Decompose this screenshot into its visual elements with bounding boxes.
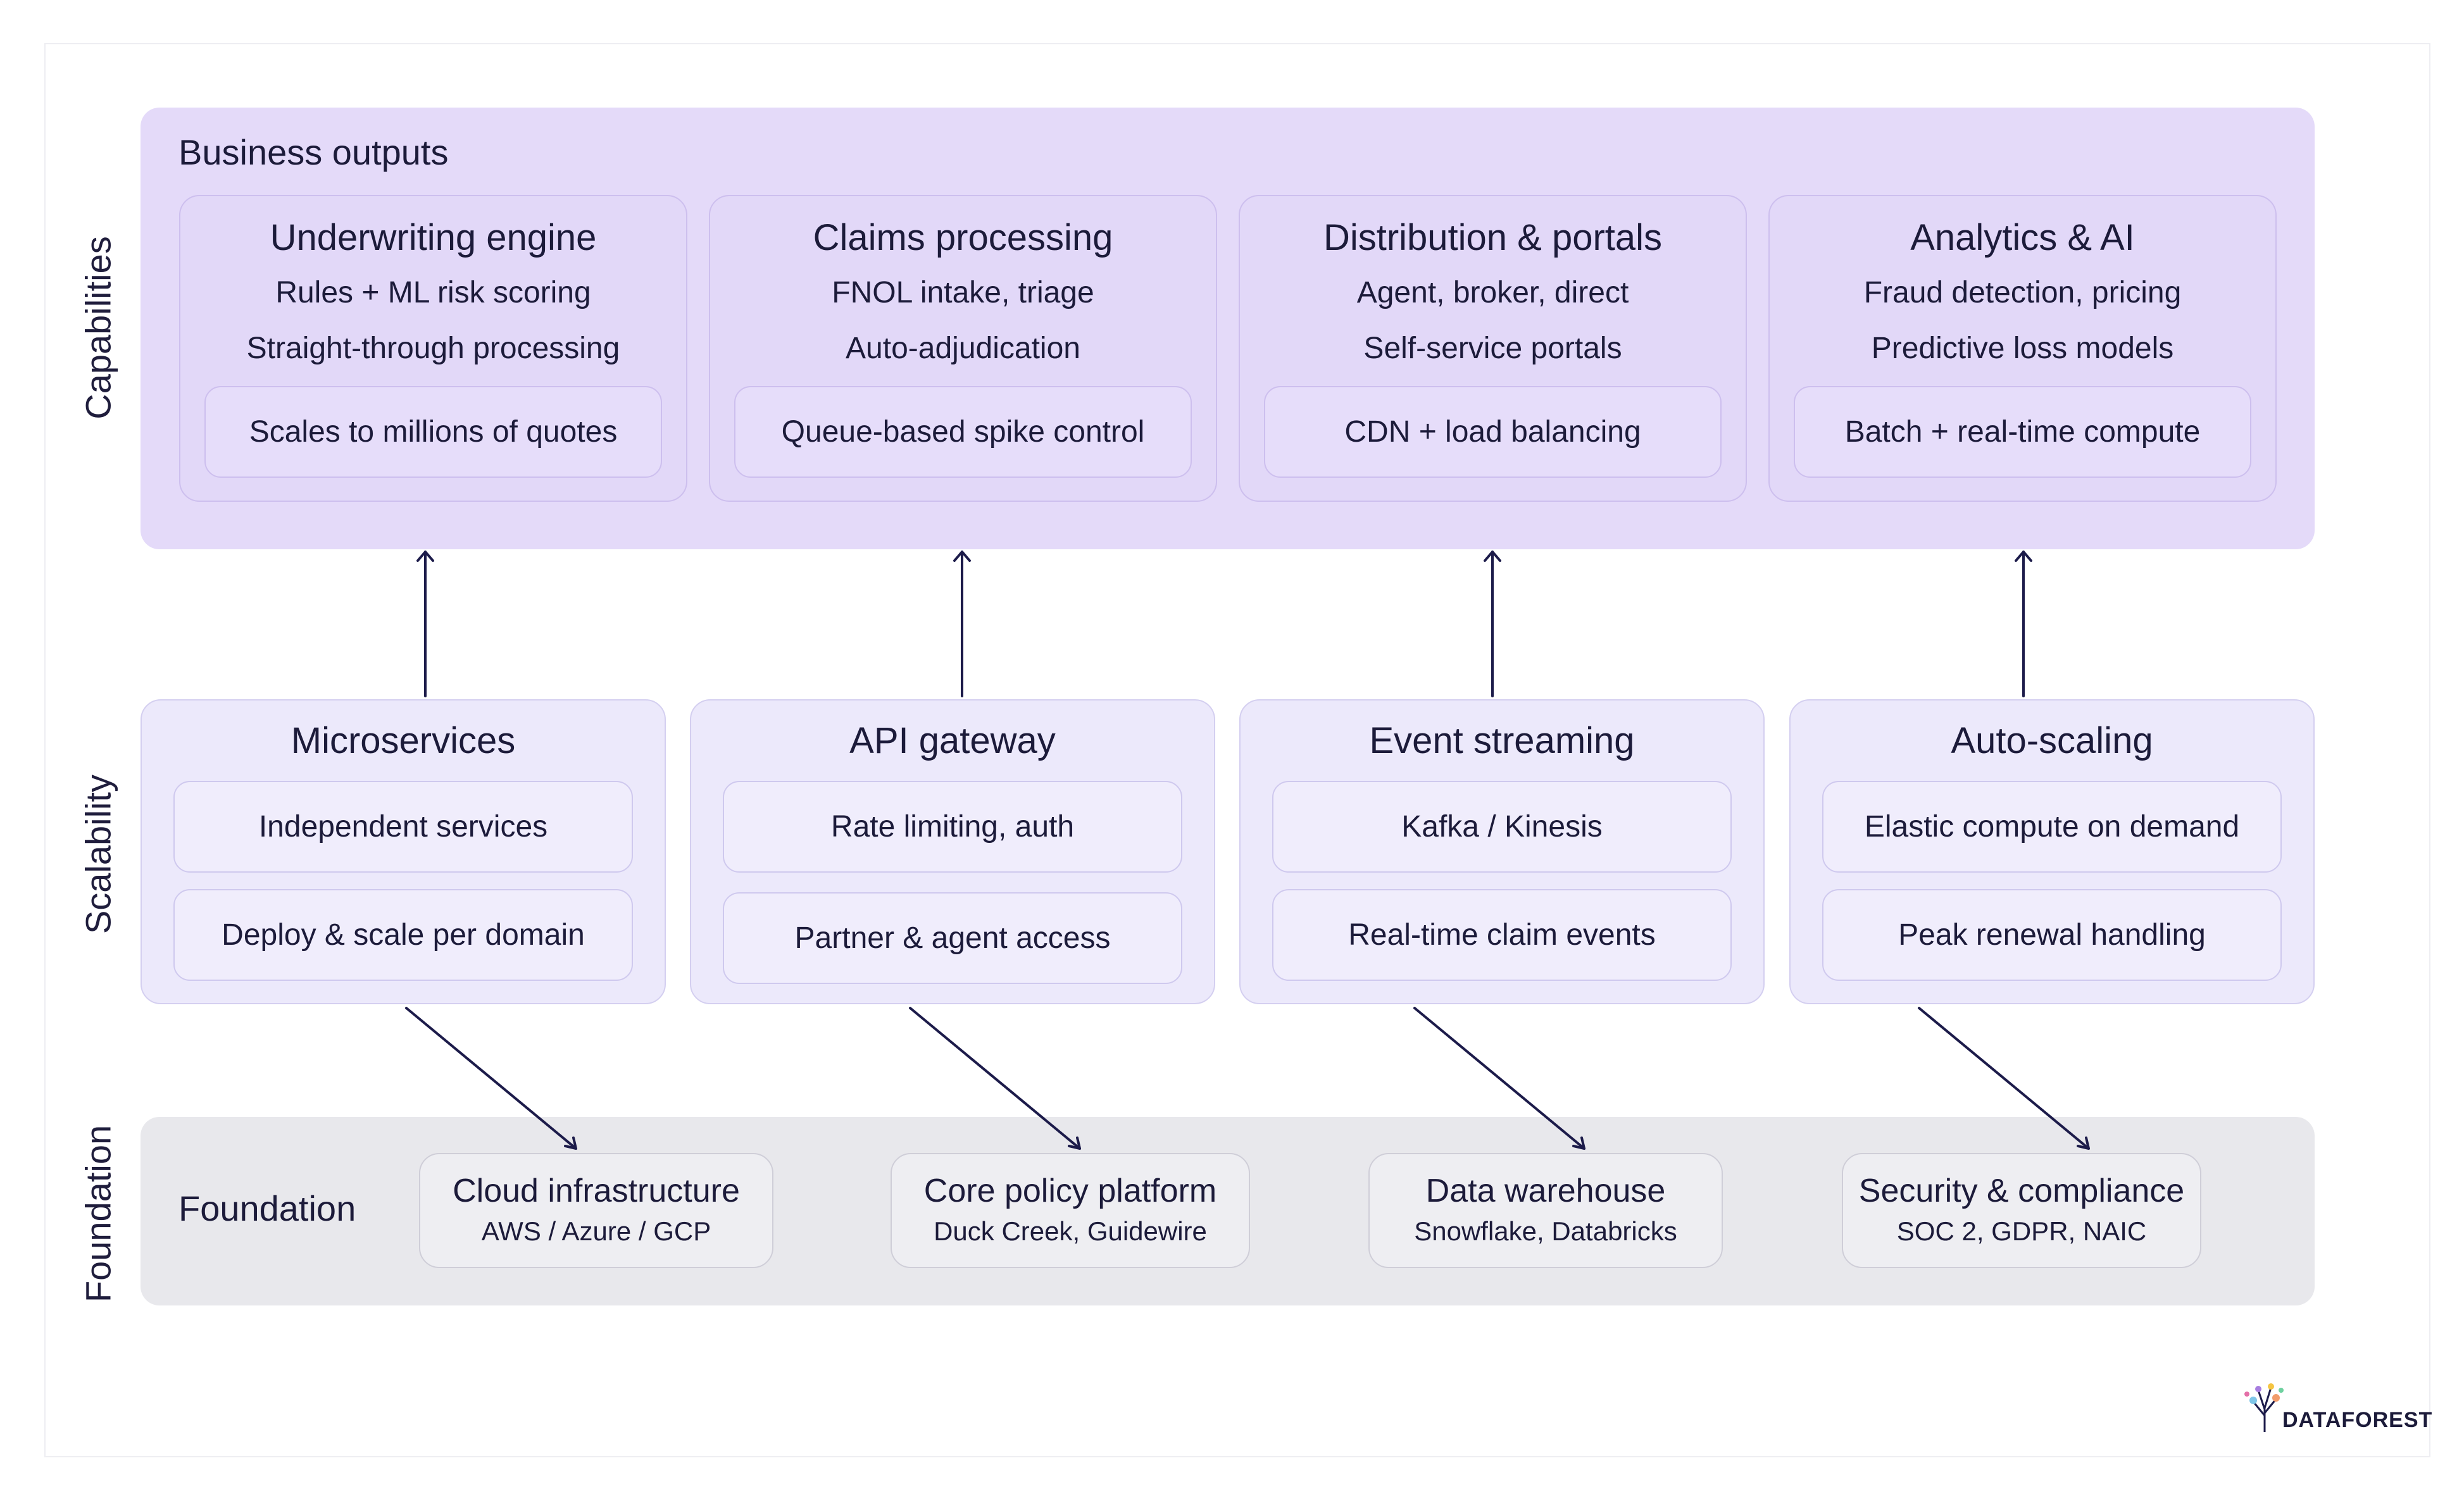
arrowhead [2077,1137,2090,1150]
capability-line: Straight-through processing [246,332,620,365]
scalability-card-api-gateway: API gateway Rate limiting, auth Partner … [690,699,1215,1004]
foundation-card-title: Security & compliance [1858,1173,2185,1209]
foundation-card-subtitle: AWS / Azure / GCP [481,1216,711,1246]
foundation-card-subtitle: SOC 2, GDPR, NAIC [1896,1216,2147,1246]
arrowhead [1484,551,1501,562]
scalability-title: Event streaming [1369,720,1635,761]
scalability-title: Microservices [291,720,516,761]
capability-line: Predictive loss models [1871,332,2174,365]
scalability-pill: Independent services [173,781,633,873]
scalability-pill: Peak renewal handling [1822,889,2282,981]
capability-title: Distribution & portals [1323,217,1663,258]
foundation-card-security: Security & compliance SOC 2, GDPR, NAIC [1842,1153,2201,1268]
scalability-pill: Rate limiting, auth [723,781,1182,873]
capability-pill: Queue-based spike control [734,386,1192,478]
logo-text: DATAFOREST [2282,1408,2433,1432]
foundation-title: Foundation [178,1188,356,1228]
capability-pill: Batch + real-time compute [1794,386,2251,478]
scalability-title: API gateway [849,720,1056,761]
scalability-pill: Kafka / Kinesis [1272,781,1732,873]
capability-title: Underwriting engine [270,217,597,258]
capability-title: Analytics & AI [1910,217,2135,258]
capability-pill: Scales to millions of quotes [204,386,662,478]
foundation-card-core-policy: Core policy platform Duck Creek, Guidewi… [891,1153,1250,1268]
arrowhead [564,1137,577,1150]
capability-line: Self-service portals [1363,332,1622,365]
scalability-pill: Elastic compute on demand [1822,781,2282,873]
capability-line: FNOL intake, triage [832,276,1094,309]
capability-card-distribution: Distribution & portals Agent, broker, di… [1239,195,1747,502]
foundation-card-title: Data warehouse [1425,1173,1666,1209]
arrowhead [1572,1137,1585,1150]
foundation-card-data-warehouse: Data warehouse Snowflake, Databricks [1368,1153,1723,1268]
arrow-diag-data-warehouse [1413,1007,1585,1150]
scalability-title: Auto-scaling [1951,720,2153,761]
foundation-card-subtitle: Snowflake, Databricks [1414,1216,1677,1246]
arrow-diag-cloud [405,1007,577,1150]
arrowhead [2015,551,2032,562]
arrowhead [953,551,971,562]
capability-line: Agent, broker, direct [1356,276,1629,309]
dataforest-logo: DATAFOREST [2239,1376,2432,1436]
scalability-card-microservices: Microservices Independent services Deplo… [141,699,666,1004]
scalability-pill: Partner & agent access [723,892,1182,984]
capability-card-underwriting: Underwriting engine Rules + ML risk scor… [179,195,687,502]
tree-icon [2244,1383,2284,1432]
scalability-pill: Real-time claim events [1272,889,1732,981]
capability-line: Auto-adjudication [846,332,1080,365]
capability-card-analytics: Analytics & AI Fraud detection, pricing … [1768,195,2277,502]
arrow-diag-core-policy [909,1007,1081,1150]
capability-line: Rules + ML risk scoring [275,276,591,309]
foundation-card-title: Cloud infrastructure [453,1173,740,1209]
arrow-diag-security [1918,1007,2090,1150]
scalability-pill: Deploy & scale per domain [173,889,633,981]
foundation-card-subtitle: Duck Creek, Guidewire [934,1216,1207,1246]
business-outputs-title: Business outputs [178,132,449,172]
scalability-card-auto-scaling: Auto-scaling Elastic compute on demand P… [1789,699,2315,1004]
capability-line: Fraud detection, pricing [1863,276,2182,309]
foundation-card-title: Core policy platform [923,1173,1217,1209]
capability-pill: CDN + load balancing [1264,386,1722,478]
foundation-card-cloud: Cloud infrastructure AWS / Azure / GCP [419,1153,773,1268]
arrowhead [416,551,434,562]
capability-title: Claims processing [813,217,1113,258]
capability-card-claims: Claims processing FNOL intake, triage Au… [709,195,1217,502]
arrowhead [1068,1137,1081,1150]
scalability-card-event-streaming: Event streaming Kafka / Kinesis Real-tim… [1239,699,1765,1004]
